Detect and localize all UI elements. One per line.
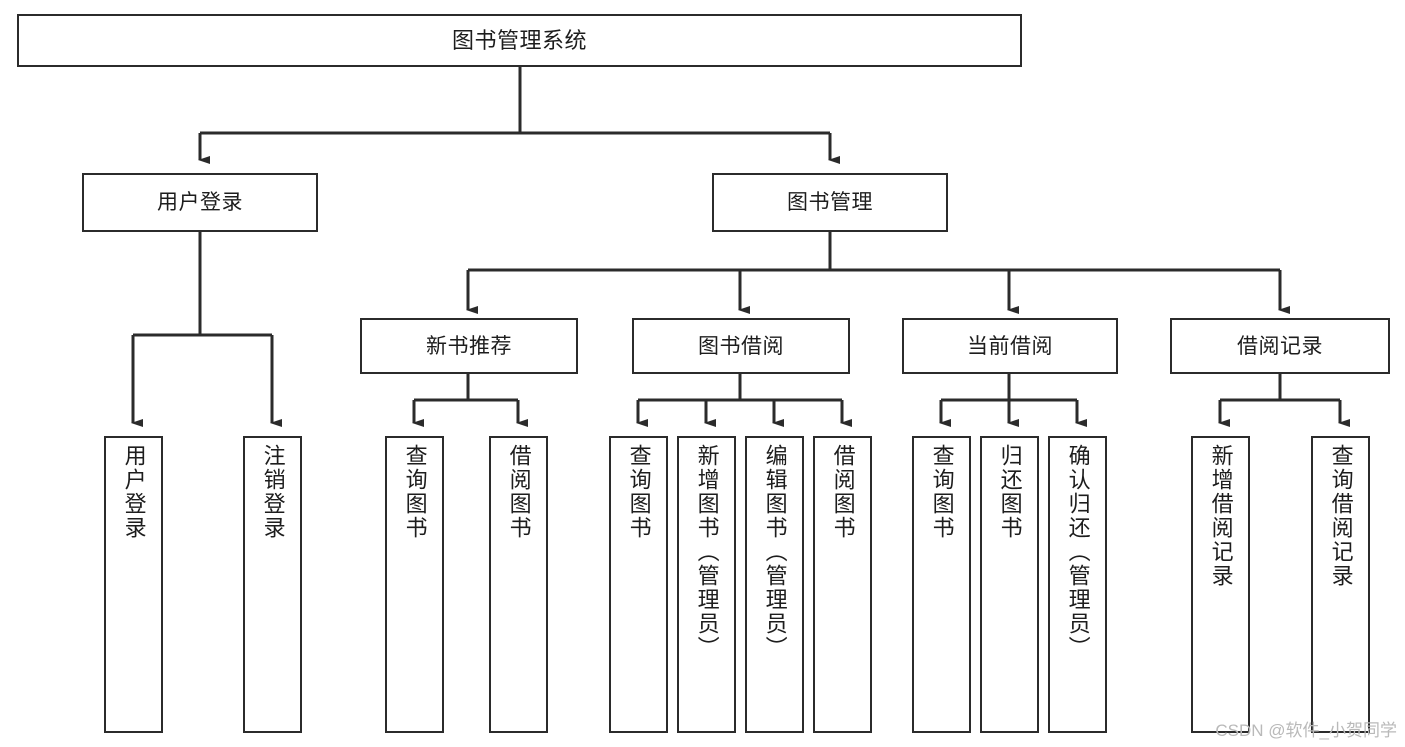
node-current-borrow-label: 当前借阅 [967, 334, 1053, 358]
node-leaf-logout-login[interactable]: 注销登录 [243, 436, 302, 733]
node-leaf-query-record-label: 查询借阅记录 [1328, 444, 1354, 588]
node-leaf-return-book[interactable]: 归还图书 [980, 436, 1039, 733]
node-book-management[interactable]: 图书管理 [712, 173, 948, 232]
node-leaf-add-book-label: 新增图书（管理员） [694, 444, 720, 660]
node-root-label: 图书管理系统 [451, 27, 587, 53]
node-leaf-query-book-3-label: 查询图书 [929, 444, 955, 540]
node-user-login-label: 用户登录 [157, 191, 243, 214]
node-leaf-query-book-3[interactable]: 查询图书 [912, 436, 971, 733]
node-leaf-confirm-return-label: 确认归还（管理员） [1065, 444, 1091, 660]
node-current-borrow[interactable]: 当前借阅 [902, 318, 1118, 374]
node-leaf-query-book-2[interactable]: 查询图书 [609, 436, 668, 733]
node-leaf-borrow-book-2-label: 借阅图书 [830, 444, 856, 540]
node-book-borrow-label: 图书借阅 [698, 334, 784, 358]
node-leaf-logout-login-label: 注销登录 [260, 444, 286, 540]
node-borrow-record-label: 借阅记录 [1237, 334, 1323, 358]
node-user-login[interactable]: 用户登录 [82, 173, 318, 232]
node-leaf-query-book-1[interactable]: 查询图书 [385, 436, 444, 733]
node-leaf-borrow-book-1[interactable]: 借阅图书 [489, 436, 548, 733]
node-leaf-add-record[interactable]: 新增借阅记录 [1191, 436, 1250, 733]
node-root[interactable]: 图书管理系统 [17, 14, 1022, 67]
node-leaf-return-book-label: 归还图书 [997, 444, 1023, 540]
node-leaf-borrow-book-2[interactable]: 借阅图书 [813, 436, 872, 733]
node-leaf-query-book-1-label: 查询图书 [402, 444, 428, 540]
node-new-book-recommend-label: 新书推荐 [426, 334, 512, 358]
node-leaf-user-login[interactable]: 用户登录 [104, 436, 163, 733]
node-leaf-edit-book[interactable]: 编辑图书（管理员） [745, 436, 804, 733]
node-leaf-user-login-label: 用户登录 [121, 444, 147, 540]
node-leaf-query-record[interactable]: 查询借阅记录 [1311, 436, 1370, 733]
node-leaf-add-book[interactable]: 新增图书（管理员） [677, 436, 736, 733]
node-leaf-edit-book-label: 编辑图书（管理员） [762, 444, 788, 660]
node-leaf-query-book-2-label: 查询图书 [626, 444, 652, 540]
node-leaf-add-record-label: 新增借阅记录 [1208, 444, 1234, 588]
node-book-borrow[interactable]: 图书借阅 [632, 318, 850, 374]
node-borrow-record[interactable]: 借阅记录 [1170, 318, 1390, 374]
node-book-management-label: 图书管理 [787, 191, 873, 214]
node-leaf-borrow-book-1-label: 借阅图书 [506, 444, 532, 540]
node-new-book-recommend[interactable]: 新书推荐 [360, 318, 578, 374]
node-leaf-confirm-return[interactable]: 确认归还（管理员） [1048, 436, 1107, 733]
